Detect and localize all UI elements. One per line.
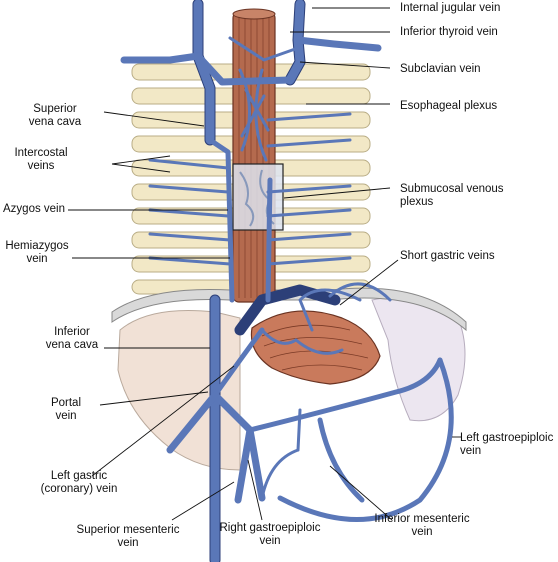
label-subclavian-vein: Subclavian vein [400,63,481,75]
label-azygos-vein: Azygos vein [3,203,66,215]
stomach [250,310,381,385]
submucosal-plexus-inset [232,163,284,231]
short-gastric-veins [298,282,392,332]
azygos-vein [207,137,235,303]
label-left-gastric-vein: Left gastric(coronary) vein [40,470,118,495]
label-inferior-thyroid-vein: Inferior thyroid vein [400,26,498,38]
venous-network [120,0,454,562]
liver [117,310,241,471]
right-gastroepiploic-vein [260,408,302,500]
superior-mesenteric-vein [234,426,254,504]
splenic-vein [247,357,443,433]
subclavian-vein-right [294,36,382,52]
portal-vein [166,391,266,502]
leader-lines [68,7,462,521]
label-internal-jugular-vein: Internal jugular vein [400,2,501,14]
label-short-gastric-veins: Short gastric veins [400,250,495,262]
inferior-mesenteric-vein [317,417,365,503]
internal-jugular-vein-left [193,0,215,145]
subclavian-vein-left [120,52,202,64]
internal-jugular-vein-right [285,0,305,85]
diaphragm [111,287,467,332]
left-gastric-vein [212,327,265,398]
left-gastroepiploic-vein [277,357,454,522]
label-esophageal-plexus: Esophageal plexus [400,100,498,112]
